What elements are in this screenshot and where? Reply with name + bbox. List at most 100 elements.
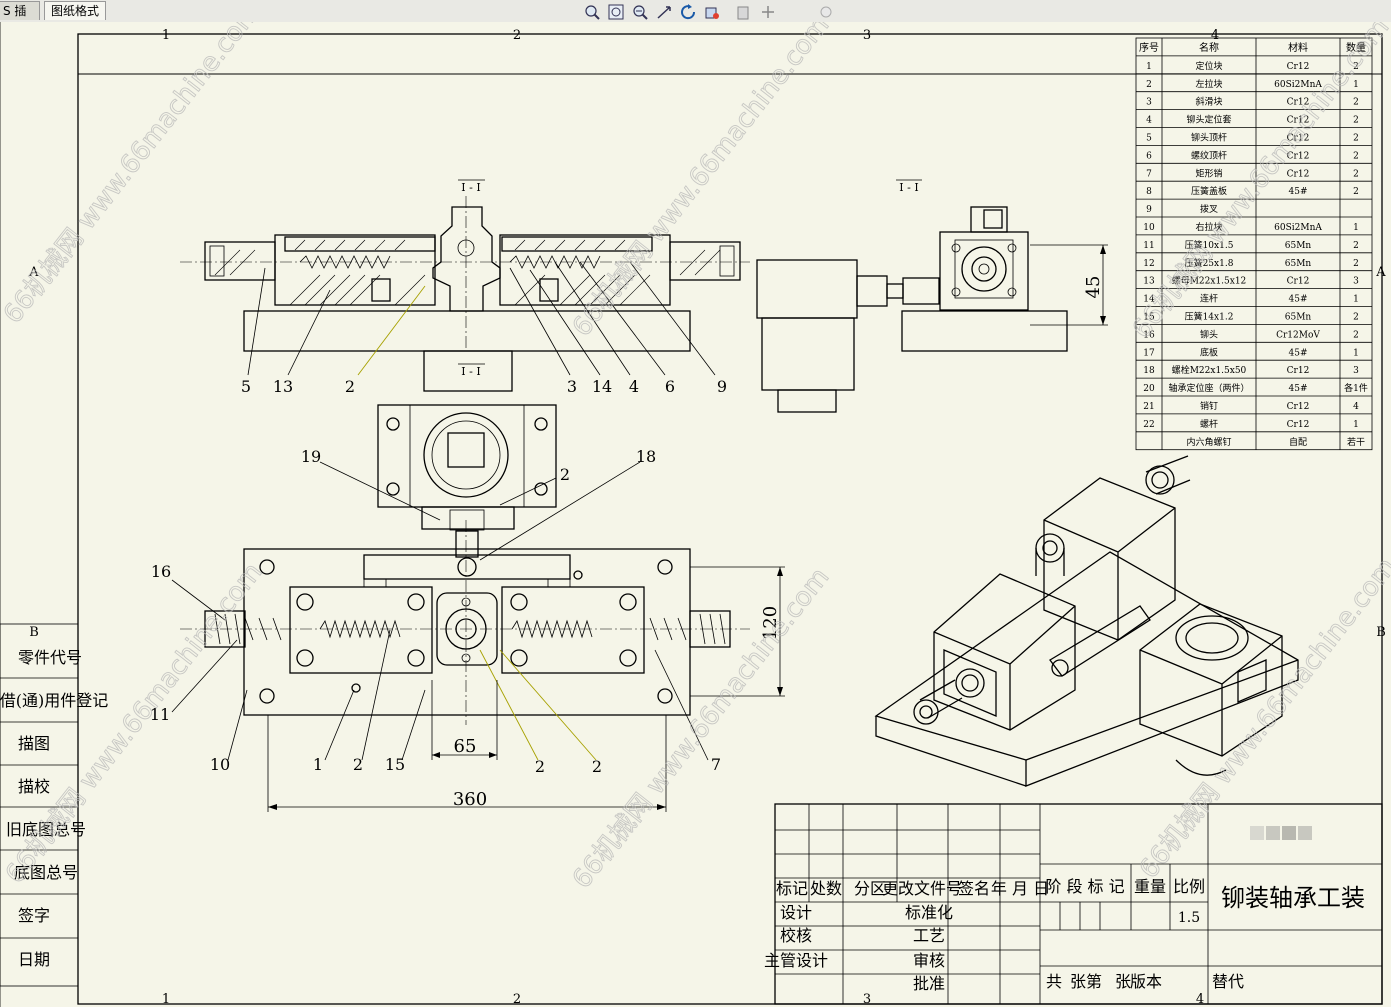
tb-date: 年 月 日 [991, 879, 1049, 898]
bom-cell: 矩形销 [1195, 167, 1222, 179]
dim-360: 360 [453, 789, 487, 810]
tb-sheet-no: 张第 [1070, 972, 1102, 991]
title-block: 标记 处数 分区 更改文件号 签名 年 月 日 阶 段 标 记 重量 比例 1.… [764, 803, 1383, 1005]
svg-text:2: 2 [535, 757, 545, 776]
tab-plugins[interactable]: S 插件 [0, 1, 40, 37]
isometric-view[interactable] [874, 455, 1299, 787]
label-old-base-number: 旧底图总号 [6, 820, 86, 839]
svg-text:3: 3 [567, 377, 577, 396]
tab-sheet-format[interactable]: 图纸格式 [44, 1, 106, 20]
bom-cell: 1 [1146, 62, 1152, 72]
bom-cell: 2 [1353, 330, 1359, 340]
bom-cell: 压簧25x1.8 [1185, 257, 1234, 269]
bom-cell: 7 [1146, 169, 1152, 179]
blurred-logo [1250, 826, 1312, 840]
mid-section-label: I - I [461, 365, 480, 378]
bom-cell: 内六角螺钉 [1186, 436, 1231, 448]
zone-row-a-right: A [1375, 265, 1386, 280]
bom-cell: 4 [1146, 116, 1152, 126]
tb-role-approve: 批准 [913, 974, 945, 993]
bom-cell: 45# [1289, 295, 1308, 305]
front-section-label: I - I [461, 181, 480, 194]
bom-cell: 2 [1353, 169, 1359, 179]
bom-cell: 轴承定位座（两件） [1168, 382, 1249, 394]
mid-bearing-holder-view[interactable] [377, 404, 557, 577]
bom-cell: 右拉块 [1195, 221, 1222, 233]
plan-view-balloons: 19 18 2 16 11 10 1 2 15 2 2 7 [150, 447, 721, 776]
plan-view[interactable] [180, 520, 750, 725]
bom-cell: 螺杆 [1200, 418, 1218, 430]
bom-cell: 铆头顶杆 [1191, 132, 1227, 144]
hide-show-icon[interactable] [762, 6, 774, 18]
bom-cell: 2 [1353, 134, 1359, 144]
svg-text:2: 2 [353, 755, 363, 774]
bom-header: 名称 [1199, 41, 1219, 54]
tb-mark: 标记 [776, 879, 808, 898]
bom-cell: Cr12MoV [1276, 330, 1320, 340]
bom-cell: 销钉 [1200, 400, 1218, 412]
bom-cell: 1 [1353, 348, 1359, 358]
bom-cell: 3 [1353, 366, 1359, 376]
bom-cell: 2 [1353, 241, 1359, 251]
left-signature-column: 零件代号 借(通)用件登记 描图 描校 旧底图总号 底图总号 签字 日期 [0, 623, 108, 987]
bom-cell: 压簧10x1.5 [1185, 239, 1234, 251]
bom-cell: 60Si2MnA [1274, 223, 1322, 233]
svg-text:5: 5 [241, 377, 251, 396]
bom-header: 材料 [1288, 41, 1308, 54]
heads-up-view-toolbar [585, 4, 832, 20]
bom-cell: 1 [1353, 80, 1359, 90]
svg-text:6: 6 [665, 377, 675, 396]
zone-row-b: B [29, 625, 39, 640]
bom-cell: 螺纹顶杆 [1191, 149, 1227, 161]
bom-cell: 铆头 [1200, 328, 1218, 340]
bom-cell: 65Mn [1285, 241, 1312, 251]
bom-cell: Cr12 [1287, 151, 1310, 161]
bom-cell: 15 [1143, 313, 1155, 323]
bom-cell: 1 [1353, 420, 1359, 430]
zoom-to-fit-icon[interactable] [585, 5, 600, 20]
bom-cell: 2 [1353, 62, 1359, 72]
display-style-icon[interactable] [737, 6, 749, 20]
tb-total: 共 [1046, 972, 1062, 991]
bom-cell: Cr12 [1287, 134, 1310, 144]
bom-cell: Cr12 [1287, 169, 1310, 179]
view-settings-icon[interactable] [705, 7, 719, 19]
zone-col-3-bottom: 3 [863, 992, 871, 1007]
bom-cell: Cr12 [1287, 277, 1310, 287]
bom-header: 序号 [1139, 41, 1159, 54]
zone-col-2-bottom: 2 [513, 992, 521, 1007]
dim-120: 120 [760, 606, 781, 640]
svg-text:2: 2 [592, 757, 602, 776]
zone-col-1-bottom: 1 [162, 992, 170, 1007]
zone-col-4: 4 [1211, 28, 1219, 43]
svg-text:9: 9 [717, 377, 727, 396]
zone-col-1: 1 [162, 28, 170, 43]
lighting-icon[interactable] [820, 6, 832, 18]
bom-cell: 2 [1353, 313, 1359, 323]
bom-cell: 螺栓M22x1.5x50 [1172, 364, 1247, 376]
svg-text:10: 10 [210, 755, 230, 774]
pan-icon[interactable] [657, 6, 671, 19]
tb-role-design: 设计 [780, 903, 812, 922]
tb-role-lead: 主管设计 [764, 951, 828, 970]
bom-cell: 10 [1143, 223, 1155, 233]
side-view[interactable]: I - I [756, 179, 1068, 413]
svg-text:11: 11 [150, 705, 170, 724]
bom-cell: 65Mn [1285, 259, 1312, 269]
zoom-in-out-icon[interactable] [633, 5, 648, 20]
label-part-code: 零件代号 [18, 648, 82, 667]
zone-col-3: 3 [863, 28, 871, 43]
tb-role-process: 工艺 [913, 926, 945, 945]
svg-text:2: 2 [560, 465, 570, 484]
rotate-icon[interactable] [681, 4, 696, 20]
bom-cell: 5 [1146, 134, 1152, 144]
front-section-view[interactable]: I - I [180, 179, 750, 392]
zoom-area-icon[interactable] [608, 4, 624, 20]
section-hatching [214, 239, 721, 306]
tb-stage-mark: 阶 段 标 记 [1045, 877, 1124, 896]
bom-cell: 18 [1143, 366, 1155, 376]
label-trace-check: 描校 [18, 777, 50, 796]
bom-cell: 3 [1146, 98, 1152, 108]
bom-cell: 3 [1353, 277, 1359, 287]
bom-cell: 2 [1353, 116, 1359, 126]
